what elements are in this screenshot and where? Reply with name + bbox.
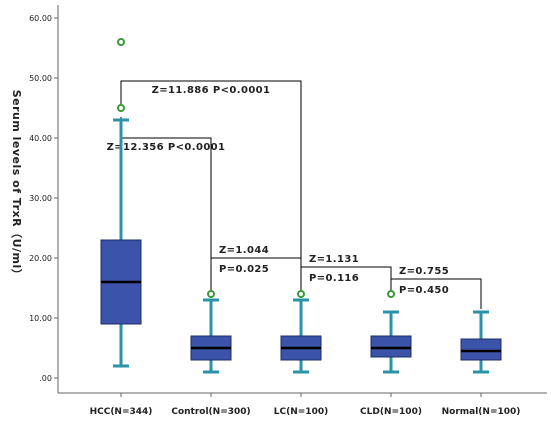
y-tick-label: 20.00	[29, 254, 52, 263]
y-axis-label: Serum levels of TrxR（U/ml）	[10, 90, 23, 281]
comparison-z-label: Z=1.044	[219, 245, 269, 256]
outlier-point	[117, 38, 125, 46]
outlier-point	[387, 290, 395, 298]
iqr-box	[370, 335, 412, 358]
box-1	[100, 38, 142, 368]
x-tick-label: HCC(N=344)	[90, 407, 153, 417]
x-axis: HCC(N=344) Control(N=300) LC(N=100) CLD(N=1…	[58, 392, 547, 417]
x-tick-label: CLD(N=100)	[360, 407, 422, 417]
x-tick-label: Normal(N=100)	[442, 407, 521, 417]
comparison-stat-label: Z=12.356 P<0.0001	[107, 142, 226, 153]
y-tick-label: 10.00	[29, 314, 52, 323]
x-tick-label: LC(N=100)	[274, 407, 328, 417]
comparison-stat-label: Z=11.886 P<0.0001	[152, 85, 271, 96]
y-tick-label: 40.00	[29, 134, 52, 143]
box-3	[280, 290, 322, 374]
y-tick-label: 30.00	[29, 194, 52, 203]
box-2	[190, 290, 232, 374]
comparison-z-label: Z=1.131	[309, 254, 359, 265]
y-tick-label: 50.00	[29, 74, 52, 83]
box-series	[100, 38, 502, 374]
comparison-z-label: Z=0.755	[399, 266, 449, 277]
outlier-point	[207, 290, 215, 298]
comparison-bracket	[390, 278, 482, 309]
iqr-box	[460, 338, 502, 361]
comparison-p-label: P=0.450	[399, 285, 449, 296]
comparison-p-label: P=0.116	[309, 273, 359, 284]
y-tick-label: 60.00	[29, 14, 52, 23]
box-5	[460, 310, 502, 374]
x-tick-label: Control(N=300)	[171, 407, 250, 417]
outlier-point	[297, 290, 305, 298]
y-axis: .00 10.00 20.00 30.00 40.00 50.00 60.00	[29, 5, 59, 393]
comparison-p-label: P=0.025	[219, 264, 269, 275]
comparison-bracket	[120, 80, 302, 291]
outlier-point	[117, 104, 125, 112]
box-4	[370, 290, 412, 374]
y-tick-label: .00	[39, 374, 52, 383]
